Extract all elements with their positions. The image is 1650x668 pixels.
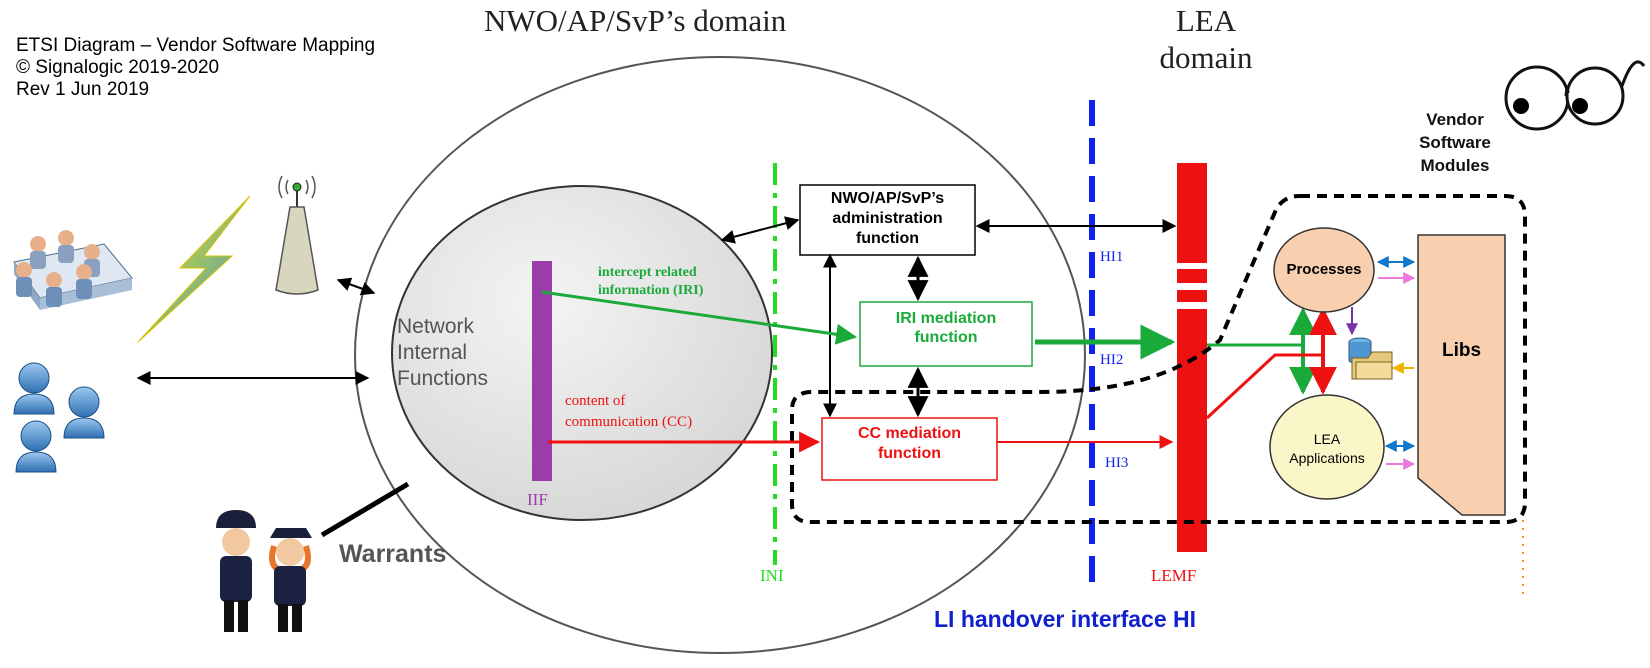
iif-bar	[532, 261, 552, 481]
nwo-domain-label: NWO/AP/SvP’s domain	[484, 3, 787, 38]
hi1-label: HI1	[1100, 249, 1124, 265]
cc-mediation-box	[821, 417, 998, 481]
handover-interface-label: LI handover interface HI	[934, 606, 1197, 632]
nwo-domain-ellipse	[354, 56, 1086, 654]
processes-label: Processes	[1286, 261, 1362, 278]
police-officers-icon	[216, 510, 312, 632]
admin-label-line3: function	[855, 230, 920, 247]
lea-apps-line1: LEA	[1313, 431, 1341, 447]
iri-label-line1: intercept related	[598, 265, 697, 280]
warrants-label: Warrants	[339, 540, 447, 568]
vendor-label-line2: Software	[1419, 133, 1491, 152]
lea-domain-label-line1: LEA	[1175, 3, 1237, 38]
lea-applications-circle	[1269, 394, 1385, 500]
revision-text: Rev 1 Jun 2019	[16, 79, 150, 100]
cc-label-line1: content of	[565, 393, 626, 409]
network-functions-circle	[391, 185, 773, 521]
network-label-line2: Internal	[397, 341, 468, 364]
lemf-bar	[1177, 163, 1207, 552]
iif-label: IIF	[527, 490, 548, 509]
lemf-label: LEMF	[1151, 566, 1197, 585]
admin-label-line2: administration	[832, 210, 943, 227]
libs-label: Libs	[1441, 340, 1482, 361]
meeting-people-icon	[13, 230, 133, 310]
eyeglasses-icon	[1504, 60, 1646, 131]
warrants-line	[320, 481, 410, 538]
lightning-icon	[137, 195, 251, 343]
vendor-boundary	[790, 194, 1527, 524]
vendor-label-line1: Vendor	[1426, 110, 1484, 129]
iri-flow-arrow	[541, 290, 858, 345]
copyright-text: © Signalogic 2019-2020	[16, 57, 220, 78]
hi2-label: HI2	[1100, 352, 1124, 368]
lea-apps-line2: Applications	[1289, 450, 1365, 466]
iri-mediation-label: IRI mediation function	[860, 309, 1032, 347]
cc-med-label-line2: function	[877, 445, 942, 462]
admin-function-box	[799, 184, 976, 256]
diagram-title: ETSI Diagram – Vendor Software Mapping	[16, 35, 376, 56]
hi3-label: HI3	[1105, 455, 1129, 471]
cc-med-label-line1: CC mediation	[857, 425, 962, 442]
antenna-network-arrow	[336, 277, 376, 296]
iri-label-line2: information (IRI)	[598, 283, 704, 298]
cc-mediation-label: CC mediation function	[822, 424, 997, 464]
lea-applications-label: LEA Applications	[1270, 430, 1384, 468]
lemf-processes-red-line	[1205, 353, 1323, 420]
iri-med-label-line1: IRI mediation	[895, 310, 997, 327]
admin-label-line1: NWO/AP/SvP’s	[830, 190, 945, 207]
ini-label: INI	[760, 566, 784, 585]
antenna-tower-icon	[275, 175, 319, 295]
iri-med-label-line2: function	[914, 329, 978, 346]
admin-function-label: NWO/AP/SvP’s administration function	[800, 189, 975, 249]
processes-circle	[1273, 227, 1375, 313]
vendor-label-line3: Modules	[1420, 156, 1490, 175]
admin-ini-arrow	[720, 216, 800, 244]
network-label-line3: Functions	[397, 367, 489, 390]
database-folder-icon	[1348, 337, 1393, 380]
network-label-line1: Network	[397, 315, 475, 338]
cc-label-line2: communication (CC)	[565, 414, 693, 430]
vendor-modules-label: Vendor Software Modules	[1400, 108, 1510, 177]
iri-mediation-box	[859, 301, 1033, 367]
lea-domain-label-line2: domain	[1159, 40, 1253, 75]
users-icon	[13, 362, 105, 473]
libs-shape	[1417, 234, 1506, 516]
